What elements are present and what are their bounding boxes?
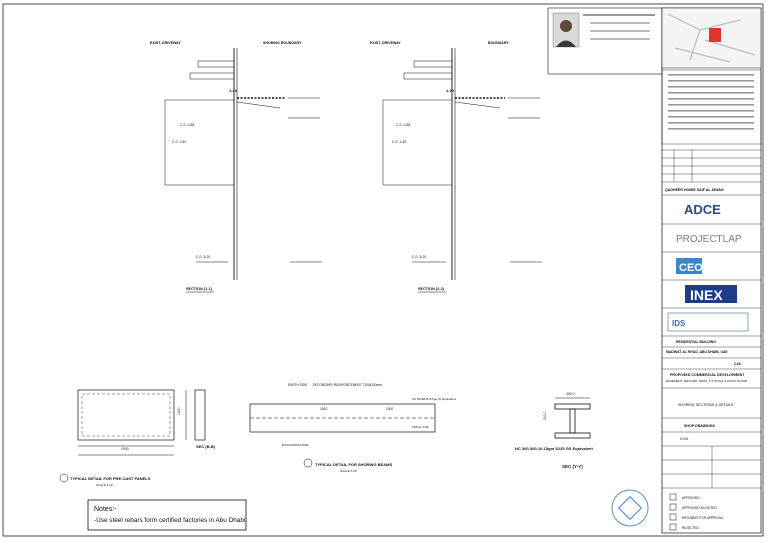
status-approved-checkbox xyxy=(669,493,677,501)
status-approved-noted: APPROVED AS NOTED xyxy=(682,506,717,510)
shoring-caption: TYPICAL DETAIL FOR SHORING BEAMS xyxy=(315,462,392,467)
section-2-caption: SECTION (2-2) xyxy=(418,287,445,291)
owner-photo-head xyxy=(560,20,572,32)
key-map-site-marker xyxy=(709,28,721,42)
section-1-level-3: C.S -5.20 xyxy=(196,255,210,259)
shoring-scale: SCALE 1:20 xyxy=(340,469,357,473)
logo-adce: ADCE xyxy=(684,202,721,217)
shoring-label-excavation: EXCAVATION SIDE xyxy=(282,443,309,447)
shoring-dim-3: 150mm THK xyxy=(412,425,429,429)
sheet-border xyxy=(2,3,764,537)
sec-yy-dim-side: 300.0 xyxy=(543,411,547,420)
section-1-caption: SECTION (1-1) xyxy=(186,287,213,291)
section-2-level-3: C.S -5.20 xyxy=(412,255,426,259)
notes-line-1: -Use steel rebars form certified factori… xyxy=(94,517,247,524)
sec-yy-detail: 300.0 300.0 HC 300-300-10-15gm S235 GS E… xyxy=(515,392,593,469)
shoring-dim-2: 1000 xyxy=(386,407,393,411)
status-resubmit: RESUBMIT FOR APPROVAL xyxy=(682,516,724,520)
section-1-ngl: 1:20 xyxy=(229,88,238,93)
logo-inex: INEX xyxy=(690,287,723,303)
section-1-label-boundary: SHORING BOUNDARY xyxy=(263,41,302,45)
status-approved: APPROVED xyxy=(682,496,700,500)
title-block: QADHEER HOMIE SAIF AL-SIWAH ADCE PROJECT… xyxy=(547,7,762,534)
precast-panel-detail: 1000 1200 SEC (B-B) TYPICAL DETAIL FOR P… xyxy=(59,389,216,487)
logo-inex-box xyxy=(685,285,737,303)
sec-yy-caption: SEC (Y-Y) xyxy=(562,464,583,469)
shoring-label-secondary: SECONDARY REINFORCEMENT T10@200mm xyxy=(313,383,382,387)
section-2-level-2: C.S -2.40 xyxy=(392,140,406,144)
section-2-label-boundary: BOUNDARY xyxy=(488,41,509,45)
section-2-label-driveway: EXIST. DRIVEWAY xyxy=(370,41,401,45)
status-approved-noted-checkbox xyxy=(669,503,677,511)
sec-yy-profile: HC 300-300-10-15gm S235 GS Equivalent xyxy=(515,446,593,451)
plot-number: C28 xyxy=(734,362,741,366)
status-rejected: REJECTED xyxy=(682,526,700,530)
shoring-label-earth: EARTH SIDE xyxy=(288,383,307,387)
notes-title: Notes:- xyxy=(94,506,117,513)
section-2-2-drawing: EXIST. DRIVEWAY BOUNDARY 1:20 C.S -0.85 … xyxy=(370,41,542,293)
precast-section-caption: SEC (B-B) xyxy=(196,444,216,449)
project-name: PROPOSED COMMERCIAL DEVELOPMENT xyxy=(670,373,745,377)
project-location: MADINAT AL RIYAD, ABU DHABI, UAE xyxy=(666,350,728,354)
project-subtitle: BASEMENT, GROUND, FIRST, 2 TYPICAL & ROO… xyxy=(666,379,748,383)
owner-name: QADHEER HOMIE SAIF AL-SIWAH xyxy=(665,188,724,192)
drawing-title: SHORING SECTIONS & DETAILS xyxy=(678,403,734,407)
logo-ceo-box xyxy=(676,258,702,274)
status-rejected-checkbox xyxy=(669,523,677,531)
logo-ids: IDS xyxy=(672,319,686,328)
notes-box: Notes:- -Use steel rebars form certified… xyxy=(87,499,247,531)
precast-dim-bottom: 1000 xyxy=(121,447,129,451)
drawing-type: SHOP DRAWINGS xyxy=(684,424,715,428)
section-2-ngl: 1:20 xyxy=(446,88,455,93)
drawing-number: S-001 xyxy=(680,437,689,441)
shoring-beam-detail: EARTH SIDE SECONDARY REINFORCEMENT T10@2… xyxy=(249,383,456,473)
building-type: RESIDENTIAL BUILDING xyxy=(676,340,716,344)
precast-scale: SCALE 1:20 xyxy=(96,483,113,487)
logo-ceo: CEO xyxy=(679,262,703,274)
status-resubmit-checkbox xyxy=(669,513,677,521)
precast-caption: TYPICAL DETAIL FOR PRE-CAST PANELS xyxy=(70,476,151,481)
precast-dim-side: 1200 xyxy=(177,407,181,415)
sec-yy-dim-top: 300.0 xyxy=(566,392,575,396)
logo-projectlap: PROJECTLAP xyxy=(676,234,742,245)
section-1-1-drawing: EXIST. DRIVEWAY SHORING BOUNDARY 1:20 C.… xyxy=(150,41,322,293)
section-1-level-1: C.S -0.85 xyxy=(180,123,194,127)
section-2-level-1: C.S -0.85 xyxy=(396,123,410,127)
approval-stamp xyxy=(611,489,649,527)
shoring-dim-1: 1000 xyxy=(320,407,327,411)
shoring-label-connector: SC 50x50x5x5 Ilgu Or Equivalent xyxy=(412,397,456,401)
section-1-label-driveway: EXIST. DRIVEWAY xyxy=(150,41,181,45)
section-1-level-2: C.S -2.40 xyxy=(172,140,186,144)
